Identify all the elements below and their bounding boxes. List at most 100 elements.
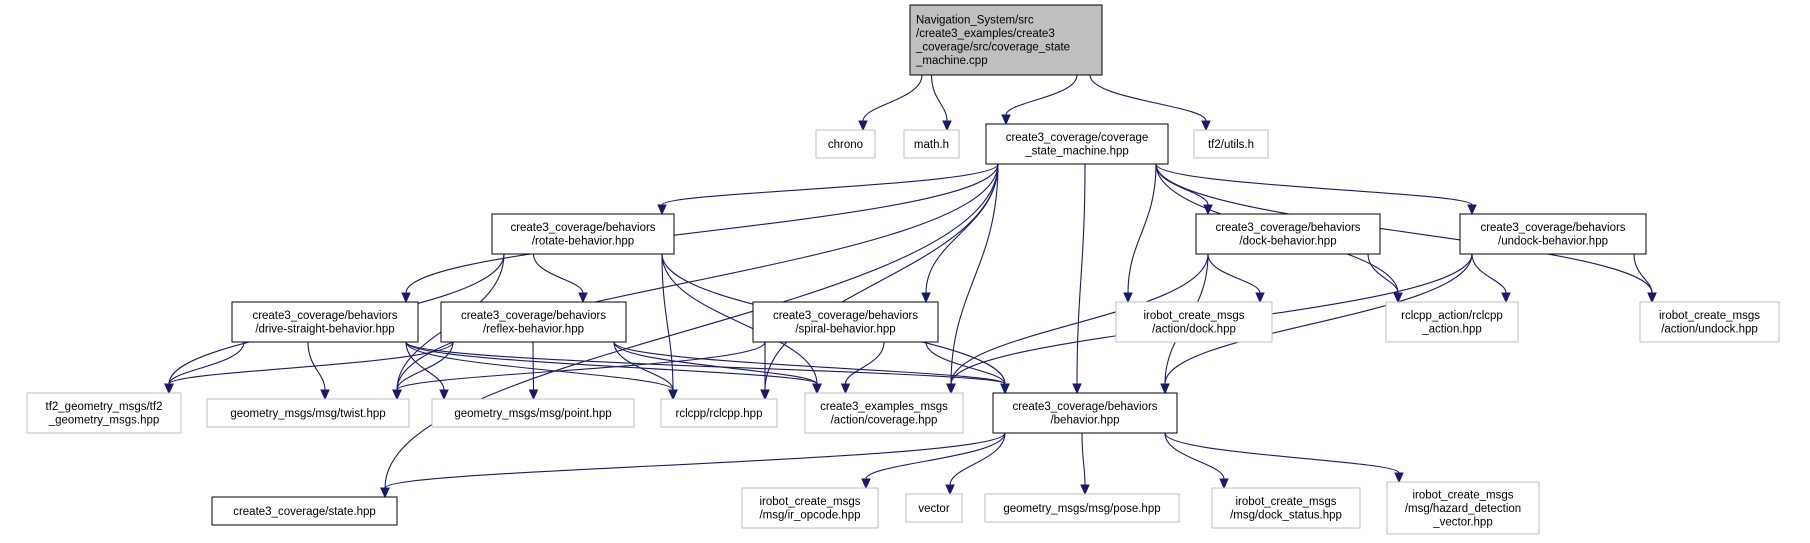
node-label-line: vector bbox=[918, 503, 949, 515]
node-box bbox=[1386, 481, 1540, 535]
node-label-line: geometry_msgs/msg/point.hpp bbox=[454, 408, 611, 420]
node-label-line: /msg/ir_opcode.hpp bbox=[759, 510, 860, 522]
node-irdock: irobot_create_msgs/action/dock.hpp bbox=[1115, 301, 1273, 343]
node-csm[interactable]: create3_coverage/coverage _state_machine.… bbox=[985, 123, 1169, 165]
node-box bbox=[1385, 301, 1519, 343]
node-box bbox=[1211, 487, 1361, 529]
edge-line bbox=[865, 432, 1006, 480]
node-dock[interactable]: create3_coverage/behaviors/dock-behavior… bbox=[1195, 213, 1381, 255]
edge-reflex-to-coverage bbox=[613, 341, 822, 395]
node-box bbox=[1459, 213, 1647, 255]
file-nodes: Navigation_System/src/create3_examples/c… bbox=[26, 4, 1780, 535]
edge-behavior-to-state bbox=[380, 432, 1006, 499]
node-label-line: irobot_create_msgs bbox=[1413, 489, 1514, 501]
edge-line bbox=[925, 341, 1006, 385]
node-label-line: _coverage/src/coverage_state bbox=[915, 42, 1070, 54]
node-label-line: /rotate-behavior.hpp bbox=[532, 236, 634, 248]
node-label-line: Navigation_System/src bbox=[916, 15, 1034, 27]
edge-arrowhead bbox=[946, 383, 956, 395]
edge-arrowhead bbox=[1467, 204, 1477, 216]
node-iropcode: irobot_create_msgs/msg/ir_opcode.hpp bbox=[741, 487, 879, 529]
node-label-line: irobot_create_msgs bbox=[1236, 496, 1337, 508]
node-label-line: irobot_create_msgs bbox=[760, 496, 861, 508]
edge-line bbox=[1207, 253, 1261, 294]
edge-reflex-to-point bbox=[528, 341, 539, 401]
edge-line bbox=[168, 341, 245, 385]
node-box bbox=[903, 129, 960, 159]
edge-arrowhead bbox=[578, 292, 588, 304]
node-spiral[interactable]: create3_coverage/behaviors/spiral-behavi… bbox=[752, 301, 939, 343]
edge-line bbox=[532, 341, 535, 391]
edge-csm-to-dock bbox=[1155, 163, 1213, 216]
edge-behavior-to-pose bbox=[1080, 432, 1090, 496]
edge-arrowhead bbox=[1501, 292, 1511, 304]
edge-arrowhead bbox=[1000, 383, 1010, 395]
node-undock[interactable]: create3_coverage/behaviors/undock-behavi… bbox=[1459, 213, 1647, 255]
edge-arrowhead bbox=[1393, 292, 1403, 304]
node-box bbox=[815, 129, 876, 159]
node-label-line: geometry_msgs/msg/pose.hpp bbox=[1003, 503, 1160, 515]
edge-csm-to-rclcpp bbox=[760, 163, 999, 401]
edge-arrowhead bbox=[942, 120, 952, 132]
node-box bbox=[905, 493, 963, 523]
edge-csm-to-drive bbox=[401, 163, 999, 304]
edge-line bbox=[405, 341, 818, 385]
edge-root-to-math bbox=[930, 74, 952, 132]
node-drive[interactable]: create3_coverage/behaviors/drive-straigh… bbox=[231, 301, 419, 343]
edge-arrowhead bbox=[1647, 292, 1657, 304]
node-label-line: _state_machine.hpp bbox=[1024, 146, 1129, 158]
node-box bbox=[26, 392, 182, 434]
edge-line bbox=[1164, 432, 1400, 474]
edge-arrowhead bbox=[1219, 478, 1229, 490]
edge-line bbox=[613, 341, 818, 385]
edge-reflex-to-tf2geo bbox=[164, 341, 454, 395]
edge-line bbox=[405, 341, 1006, 385]
edge-behavior-to-dockstatus bbox=[1164, 432, 1229, 490]
node-behavior[interactable]: create3_coverage/behaviors/behavior.hpp bbox=[992, 392, 1178, 434]
edge-line bbox=[1164, 432, 1225, 480]
node-label-line: create3_examples_msgs bbox=[820, 401, 948, 413]
node-hazard: irobot_create_msgs/msg/hazard_detection_… bbox=[1386, 481, 1540, 535]
edge-line bbox=[613, 341, 1006, 385]
edge-arrowhead bbox=[401, 292, 411, 304]
node-rclcpp: rclcpp/rclcpp.hpp bbox=[660, 398, 778, 428]
edge-line bbox=[532, 253, 584, 294]
edge-arrowhead bbox=[1080, 484, 1090, 496]
edge-line bbox=[1471, 253, 1507, 294]
edge-line bbox=[862, 74, 923, 122]
node-box bbox=[206, 398, 410, 428]
edge-line bbox=[1076, 163, 1086, 385]
node-box bbox=[440, 301, 627, 343]
edge-arrowhead bbox=[1201, 120, 1211, 132]
node-pose: geometry_msgs/msg/pose.hpp bbox=[984, 493, 1180, 523]
edge-line bbox=[949, 432, 1006, 486]
node-root[interactable]: Navigation_System/src/create3_examples/c… bbox=[909, 4, 1103, 76]
edge-arrowhead bbox=[945, 484, 955, 496]
node-label-line: _geometry_msgs.hpp bbox=[48, 415, 160, 427]
edge-undock-to-rclaction bbox=[1471, 253, 1511, 304]
edge-line bbox=[1127, 163, 1157, 294]
edge-rotate-to-reflex bbox=[532, 253, 588, 304]
node-state[interactable]: create3_coverage/state.hpp bbox=[211, 496, 398, 526]
node-label-line: irobot_create_msgs bbox=[1659, 310, 1760, 322]
edge-line bbox=[405, 163, 999, 294]
node-label-line: chrono bbox=[828, 139, 863, 151]
edge-behavior-to-vector bbox=[945, 432, 1006, 496]
node-reflex[interactable]: create3_coverage/behaviors/reflex-behavi… bbox=[440, 301, 627, 343]
node-box bbox=[211, 496, 398, 526]
edge-arrowhead bbox=[812, 383, 822, 395]
edge-line bbox=[950, 253, 1209, 385]
node-rotate[interactable]: create3_coverage/behaviors/rotate-behavi… bbox=[491, 213, 675, 255]
node-label-line: create3_coverage/coverage bbox=[1006, 132, 1149, 144]
edge-spiral-to-coverage bbox=[840, 341, 885, 395]
edge-line bbox=[384, 432, 1006, 489]
node-box bbox=[1195, 213, 1381, 255]
edge-line bbox=[396, 341, 766, 391]
edge-line bbox=[405, 341, 674, 391]
node-box bbox=[1639, 301, 1780, 343]
node-box bbox=[491, 213, 675, 255]
node-box bbox=[985, 123, 1169, 165]
edge-behavior-to-iropcode bbox=[861, 432, 1006, 490]
edge-arrowhead bbox=[668, 389, 678, 401]
